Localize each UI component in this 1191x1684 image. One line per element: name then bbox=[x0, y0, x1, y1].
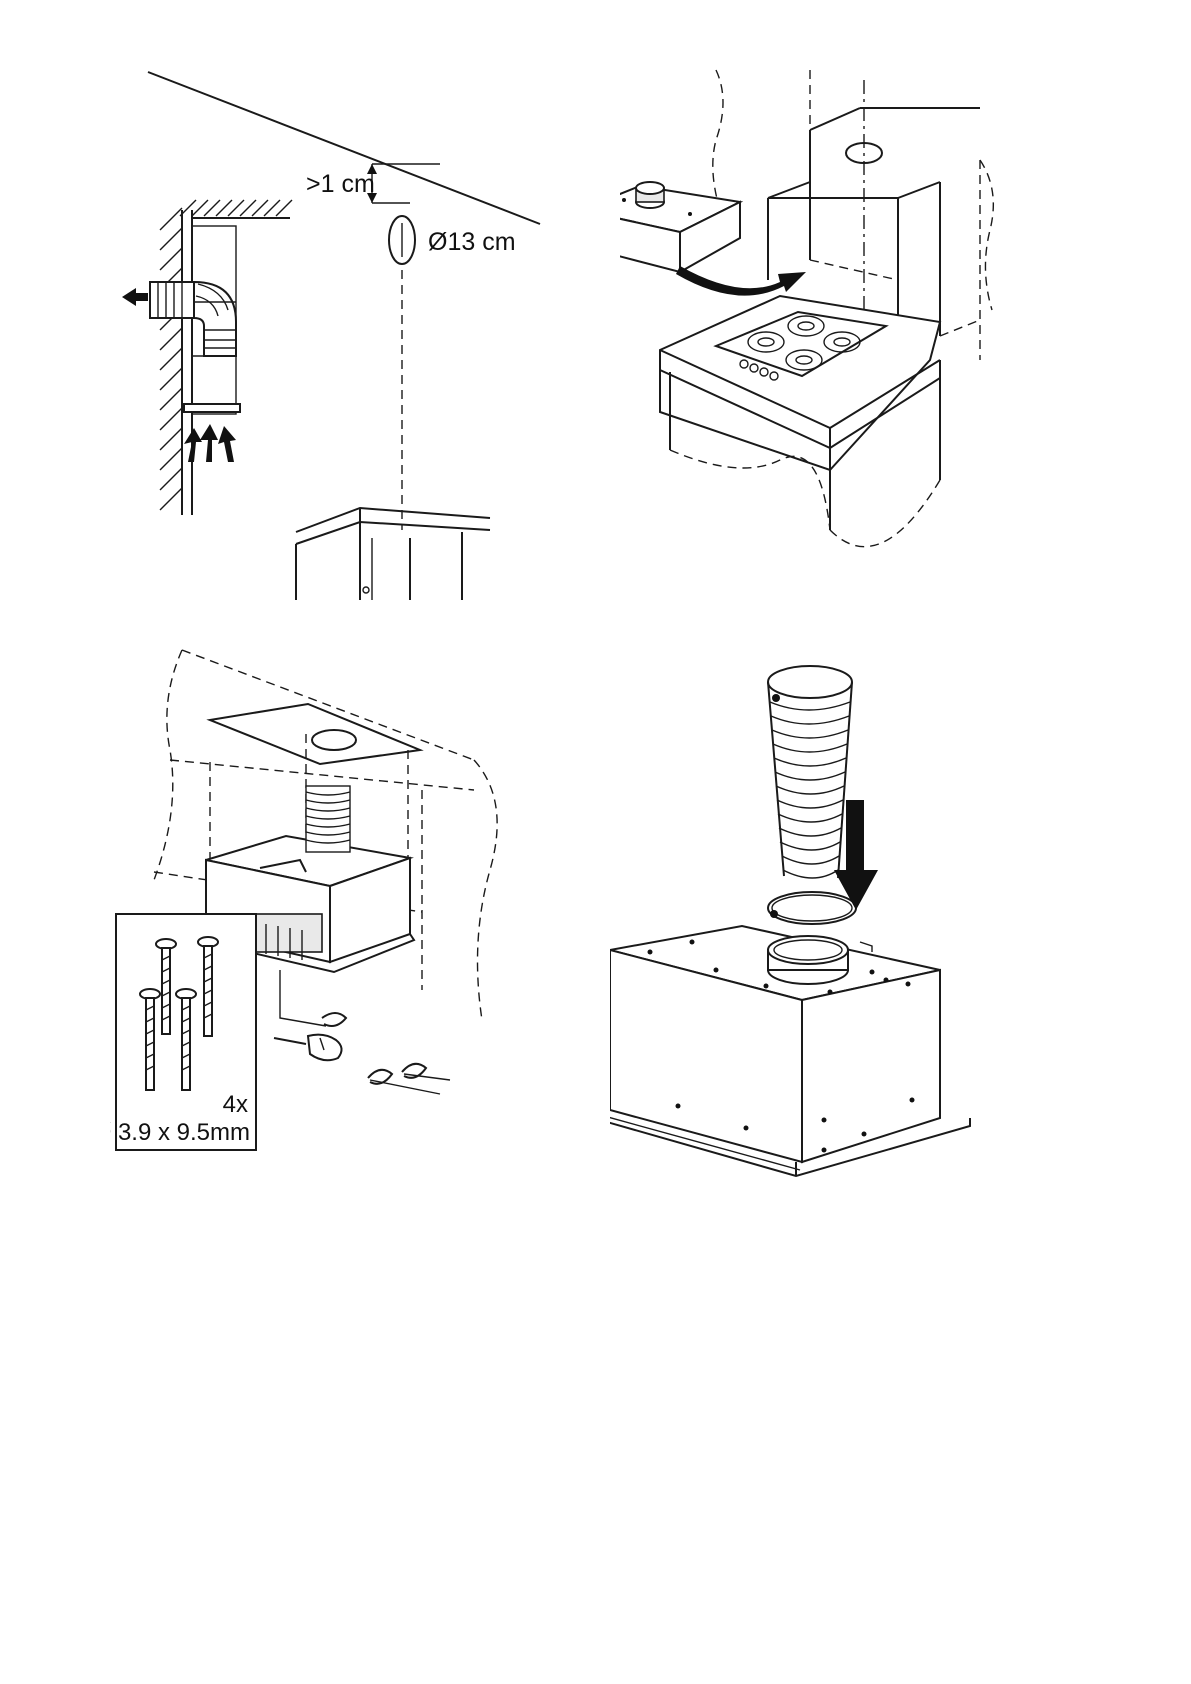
arrow-icon bbox=[122, 288, 148, 306]
screw-fixing-diagram: 4x Ø 3.9 x 9.5mm bbox=[110, 640, 550, 1240]
diagram-panel-screw-fixing: 4x Ø 3.9 x 9.5mm bbox=[110, 640, 550, 1240]
hood-bottom bbox=[184, 404, 240, 412]
ventilation-diagram: >1 cm Ø13 cm bbox=[110, 60, 550, 600]
screws-box: 4x Ø 3.9 x 9.5mm bbox=[110, 914, 256, 1150]
flexible-duct bbox=[768, 666, 852, 878]
hood-unit bbox=[610, 926, 970, 1176]
diagram-panel-ventilation: >1 cm Ø13 cm bbox=[110, 60, 550, 600]
clamp-screw bbox=[772, 694, 780, 702]
gap-label: >1 cm bbox=[306, 170, 375, 198]
duct-attach-diagram bbox=[610, 640, 1060, 1240]
wall-hatch bbox=[160, 200, 292, 515]
curved-arrow-icon bbox=[676, 266, 806, 296]
cabinet-section bbox=[192, 226, 236, 414]
hood-unit bbox=[620, 182, 740, 272]
screwdriver-hand bbox=[274, 1035, 342, 1061]
rotation-arrow-icon bbox=[322, 1013, 346, 1026]
cabinet-install-diagram bbox=[620, 60, 1070, 600]
diagram-panel-duct-attach bbox=[610, 640, 1060, 1240]
diameter-label: Ø13 cm bbox=[428, 228, 516, 256]
screw-count-label: 4x bbox=[223, 1091, 248, 1118]
screwdriver-icon bbox=[274, 1038, 306, 1044]
arrow-icon bbox=[218, 426, 236, 462]
duct-pipe bbox=[306, 786, 350, 852]
duct-opening bbox=[312, 730, 356, 750]
arrow-icon bbox=[200, 424, 218, 462]
screw-size-label: Ø 3.9 x 9.5mm bbox=[110, 1119, 250, 1146]
clamp-ring bbox=[768, 892, 856, 924]
cooker-unit bbox=[296, 508, 490, 600]
diagram-panel-cabinet-install bbox=[620, 60, 1070, 600]
arrow-icon bbox=[184, 428, 202, 462]
